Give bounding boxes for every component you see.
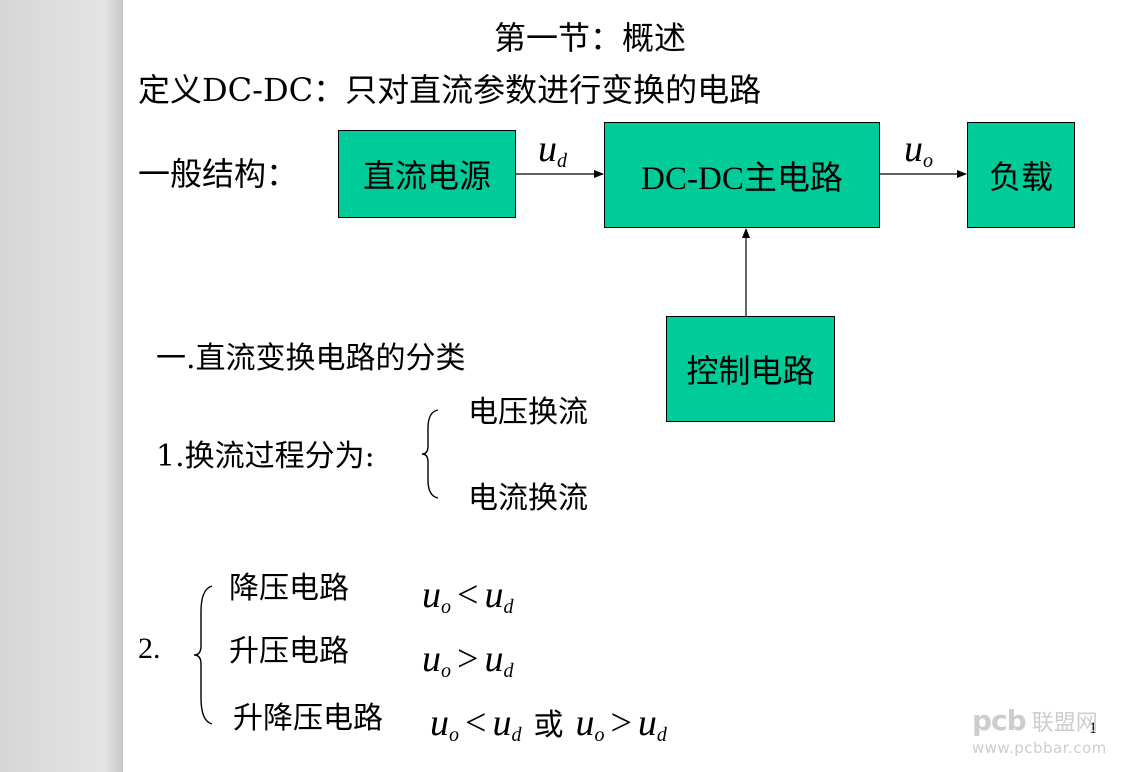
commutation-label: 1.换流过程分为:	[156, 439, 375, 474]
current-commutation-option: 电流换流	[468, 481, 588, 516]
input-voltage-label: ud	[538, 128, 567, 172]
watermark-url: www.pcbbar.com	[972, 739, 1107, 757]
buck-relation: uo<ud	[422, 574, 514, 618]
watermark-text: 联盟网	[1031, 711, 1098, 736]
section-heading-classification: 一.直流变换电路的分类	[156, 341, 466, 376]
dc-source-box: 直流电源	[338, 130, 516, 218]
buck-circuit-label: 降压电路	[229, 571, 349, 606]
voltage-commutation-option: 电压换流	[468, 395, 588, 430]
left-brace-icon	[421, 409, 439, 499]
left-brace-icon	[193, 585, 213, 725]
control-circuit-box: 控制电路	[666, 316, 835, 422]
buck-boost-circuit-label: 升降压电路	[233, 701, 383, 736]
dc-dc-main-circuit-box: DC-DC主电路	[604, 122, 880, 228]
boost-relation: uo>ud	[422, 638, 514, 682]
slide-title: 第一节：概述	[494, 19, 687, 57]
page-number: 1	[1089, 720, 1097, 737]
slide-sidebar	[0, 0, 123, 772]
load-box: 负载	[967, 122, 1075, 228]
watermark-logo: pcb	[972, 704, 1027, 737]
boost-circuit-label: 升压电路	[229, 634, 349, 669]
section2-label: 2.	[138, 632, 161, 665]
definition-text: 定义DC-DC：只对直流参数进行变换的电路	[138, 71, 762, 109]
structure-label: 一般结构：	[138, 155, 299, 193]
output-voltage-label: uo	[904, 128, 933, 172]
